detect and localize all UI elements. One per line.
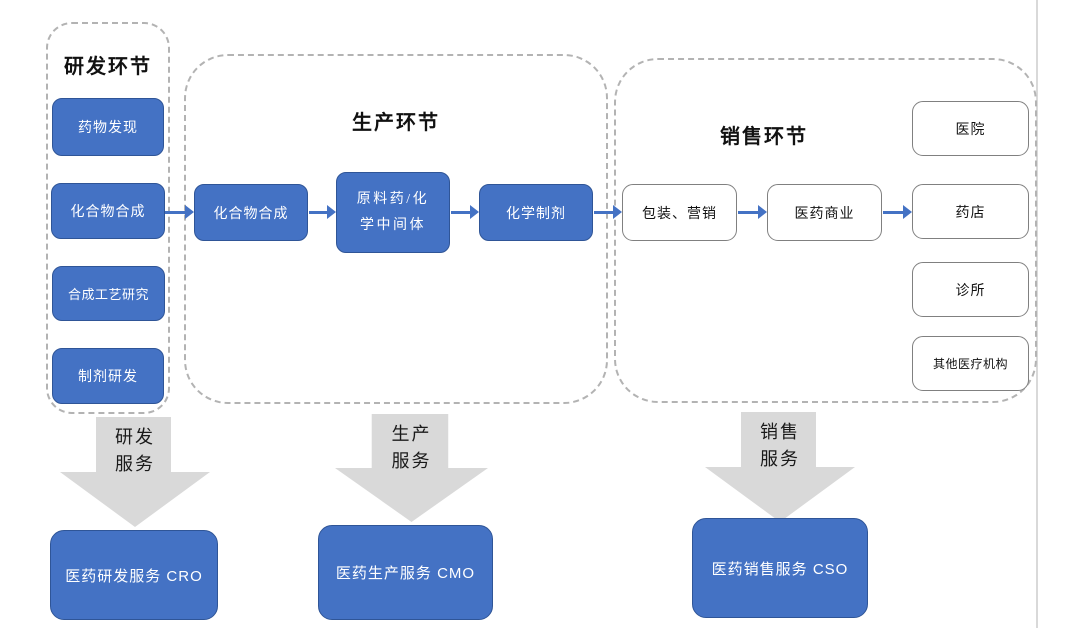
service-arrow-production-label: 生产 服务: [335, 421, 488, 475]
production-section-title: 生产环节: [352, 112, 440, 134]
arrow-head-icon: [470, 205, 479, 219]
flow-arrow-formulation-to-packaging: [594, 205, 622, 219]
rnd-box-compound-synthesis: 化合物合成: [51, 183, 165, 239]
label-line1: 生产: [391, 424, 432, 444]
label-line1: 研发: [115, 427, 155, 447]
service-arrow-sales: 销售 服务: [705, 412, 855, 522]
service-arrow-production: 生产 服务: [335, 414, 488, 522]
channel-box-clinic: 诊所: [912, 262, 1029, 317]
api-box-line1: 原料药/化: [356, 191, 430, 207]
rnd-box-process-research: 合成工艺研究: [52, 266, 165, 321]
arrow-line: [883, 210, 904, 214]
flow-arrow-rnd-to-production: [165, 205, 194, 219]
production-box-api-intermediate: 原料药/化 学中间体: [336, 172, 450, 253]
flow-arrow-packaging-to-commerce: [738, 205, 767, 219]
arrow-line: [451, 210, 471, 214]
arrow-head-icon: [613, 205, 622, 219]
arrow-head-icon: [327, 205, 336, 219]
service-arrow-rnd: 研发 服务: [60, 417, 210, 527]
arrow-head-icon: [185, 205, 194, 219]
label-line2: 服务: [760, 449, 800, 469]
flow-arrow-synthesis-to-api: [309, 205, 336, 219]
flow-arrow-commerce-to-pharmacy: [883, 205, 912, 219]
arrow-head-icon: [903, 205, 912, 219]
sales-box-pharma-commerce: 医药商业: [767, 184, 882, 241]
production-section-region: [184, 54, 608, 404]
channel-box-pharmacy: 药店: [912, 184, 1029, 239]
arrow-head-icon: [758, 205, 767, 219]
sales-box-packaging-marketing: 包装、营销: [622, 184, 737, 241]
service-arrow-rnd-label: 研发 服务: [60, 424, 210, 478]
arrow-line: [165, 210, 186, 214]
service-box-cmo: 医药生产服务 CMO: [318, 525, 493, 620]
channel-box-hospital: 医院: [912, 101, 1029, 156]
sales-section-region: [614, 58, 1037, 403]
service-box-cro: 医药研发服务 CRO: [50, 530, 218, 620]
rnd-section-title: 研发环节: [64, 56, 152, 78]
arrow-line: [594, 210, 614, 214]
sales-section-title: 销售环节: [720, 126, 808, 148]
label-line2: 服务: [115, 454, 155, 474]
service-box-cso: 医药销售服务 CSO: [692, 518, 868, 618]
label-line1: 销售: [760, 422, 800, 442]
rnd-section-region: [46, 22, 170, 414]
service-arrow-sales-label: 销售 服务: [705, 419, 855, 473]
channel-box-other-medical: 其他医疗机构: [912, 336, 1029, 391]
rnd-box-drug-discovery: 药物发现: [52, 98, 164, 156]
api-box-line2: 学中间体: [359, 217, 426, 233]
page-border-line: [1036, 0, 1038, 628]
flow-arrow-api-to-formulation: [451, 205, 479, 219]
arrow-line: [738, 210, 759, 214]
production-box-compound-synthesis: 化合物合成: [194, 184, 308, 241]
rnd-box-formulation-rnd: 制剂研发: [52, 348, 164, 404]
label-line2: 服务: [391, 451, 432, 471]
arrow-line: [309, 210, 328, 214]
production-box-chemical-formulation: 化学制剂: [479, 184, 593, 241]
